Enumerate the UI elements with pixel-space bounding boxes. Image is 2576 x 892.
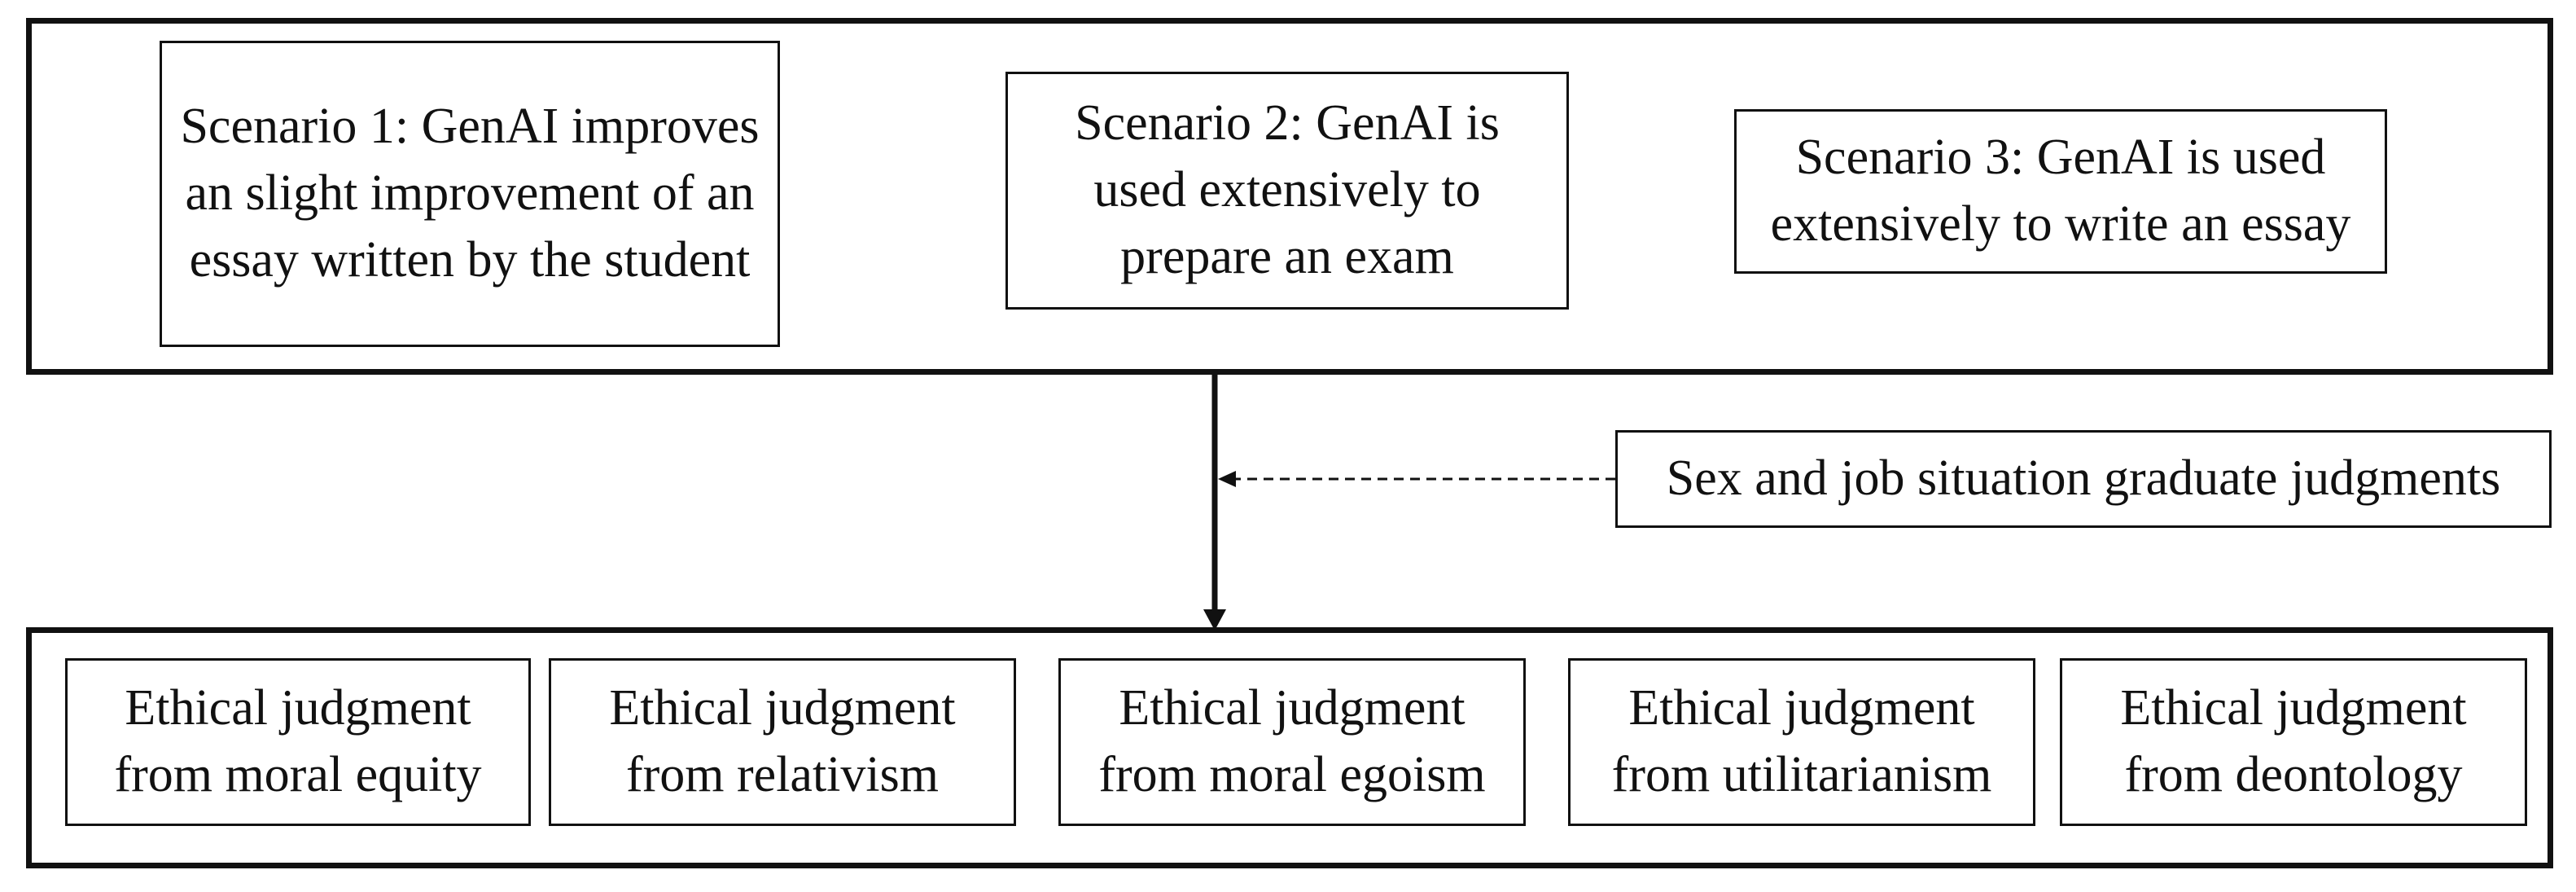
judgment-utilitarianism-label: Ethical judgment from utilitarianism: [1611, 680, 1992, 802]
judgment-moral-equity-box: Ethical judgment from moral equity: [65, 658, 531, 826]
judgment-moral-egoism-box: Ethical judgment from moral egoism: [1058, 658, 1526, 826]
judgment-deontology-label: Ethical judgment from deontology: [2120, 680, 2467, 802]
scenario-3-label: Scenario 3: GenAI is used extensively to…: [1770, 130, 2351, 252]
scenario-2-box: Scenario 2: GenAI is used extensively to…: [1005, 72, 1569, 310]
judgment-relativism-box: Ethical judgment from relativism: [549, 658, 1016, 826]
judgment-relativism-label: Ethical judgment from relativism: [609, 680, 956, 802]
moderator-label: Sex and job situation graduate judgments: [1666, 450, 2501, 507]
moderator-box: Sex and job situation graduate judgments: [1615, 430, 2552, 528]
judgment-moral-egoism-label: Ethical judgment from moral egoism: [1098, 680, 1486, 802]
scenario-3-box: Scenario 3: GenAI is used extensively to…: [1734, 109, 2387, 274]
scenario-2-label: Scenario 2: GenAI is used extensively to…: [1075, 95, 1500, 284]
moderator-arrow-head: [1218, 471, 1236, 487]
judgment-utilitarianism-box: Ethical judgment from utilitarianism: [1568, 658, 2035, 826]
scenario-1-label: Scenario 1: GenAI improves an slight imp…: [180, 99, 760, 288]
main-arrow-head: [1203, 609, 1226, 631]
judgment-deontology-box: Ethical judgment from deontology: [2060, 658, 2527, 826]
scenario-1-box: Scenario 1: GenAI improves an slight imp…: [160, 41, 780, 347]
judgment-moral-equity-label: Ethical judgment from moral equity: [114, 680, 482, 802]
